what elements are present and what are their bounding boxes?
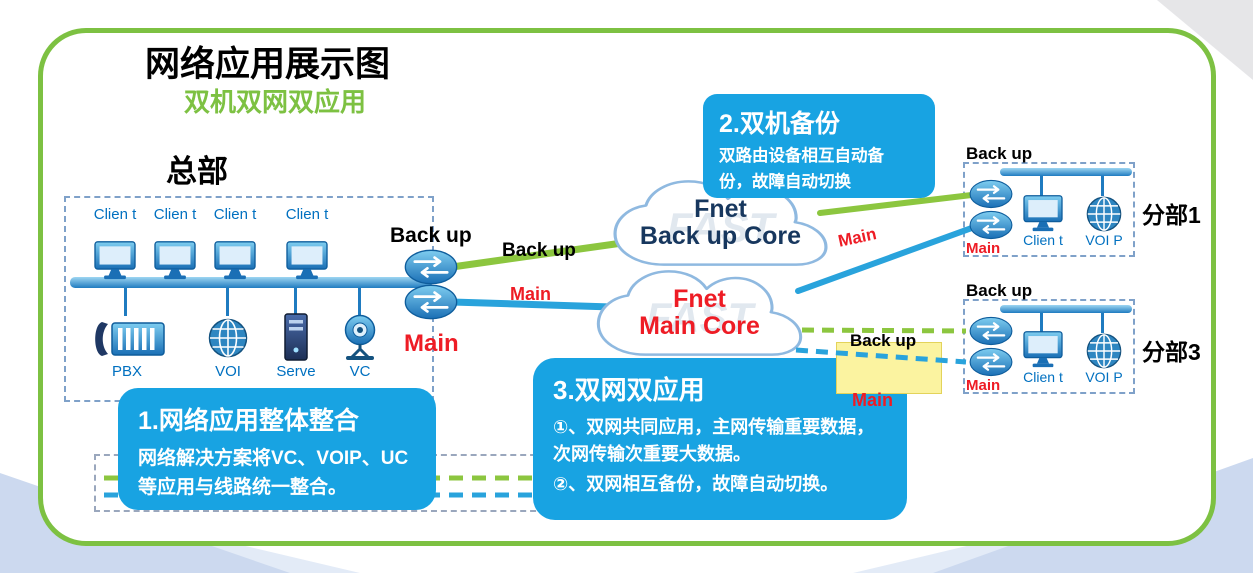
callout-dual-router-backup: 2.双机备份 双路由设备相互自动备份，故障自动切换 bbox=[703, 94, 935, 198]
cloud-brand: Fnet bbox=[673, 285, 726, 313]
video-camera-icon bbox=[336, 314, 384, 360]
callout-title: 3.双网双应用 bbox=[553, 375, 705, 405]
cloud-name: Back up Core bbox=[639, 222, 802, 250]
client-computer-icon bbox=[153, 240, 197, 280]
callout-body: 网络解决方案将VC、VOIP、UC等应用与线路统一整合。 bbox=[138, 448, 409, 498]
branch3-lan-bus bbox=[1000, 305, 1132, 313]
branch1-title: 分部1 bbox=[1142, 202, 1201, 228]
branch3-main-label: Main bbox=[966, 377, 1001, 394]
hq-stem-vc bbox=[358, 288, 361, 316]
branch3-client-label: Clien t bbox=[1023, 369, 1063, 385]
hq-client-label: Clien t bbox=[153, 206, 197, 223]
cloud-name: Main Core bbox=[639, 312, 760, 340]
router-icon bbox=[404, 249, 458, 285]
hq-client-label: Clien t bbox=[213, 206, 257, 223]
voip-globe-icon bbox=[208, 318, 248, 358]
branch1-main-label: Main bbox=[966, 240, 1001, 257]
hq-stem-server bbox=[294, 288, 297, 316]
router-icon bbox=[969, 316, 1013, 346]
client-computer-icon bbox=[1022, 194, 1064, 232]
router-icon bbox=[969, 210, 1013, 240]
callout-title: 1.网络应用整体整合 bbox=[138, 407, 359, 435]
callout-body-line2: ②、双网相互备份，故障自动切换。 bbox=[553, 474, 839, 494]
hq-client-label: Clien t bbox=[93, 206, 137, 223]
hq-client-label: Clien t bbox=[285, 206, 329, 223]
trunk-backup-label: Back up bbox=[502, 240, 576, 261]
voip-label: VOI bbox=[215, 363, 241, 380]
vc-label: VC bbox=[349, 363, 371, 380]
server-label: Serve bbox=[276, 363, 316, 380]
hq-title: 总部 bbox=[166, 154, 228, 189]
branch1-backup-label: Back up bbox=[966, 144, 1033, 163]
hq-stem-voip bbox=[226, 288, 229, 316]
branch1-client-label: Clien t bbox=[1023, 232, 1063, 248]
cloud-watermark: FAST bbox=[645, 294, 754, 341]
hq-stem-pbx bbox=[124, 288, 127, 316]
hq-backup-router-label: Back up bbox=[390, 224, 472, 247]
cloud-watermark: FAST bbox=[666, 204, 775, 251]
voip-globe-icon bbox=[1086, 196, 1122, 232]
branch3-link-backup-label: Back up bbox=[850, 331, 917, 350]
router-icon bbox=[969, 347, 1013, 377]
branch3-link-main-label: Main bbox=[852, 390, 894, 410]
branch1-stem-voip bbox=[1101, 176, 1104, 196]
branch3-stem-voip bbox=[1101, 313, 1104, 333]
branch1-voip-label: VOI P bbox=[1085, 232, 1123, 248]
branch3-group-box bbox=[963, 299, 1135, 394]
callout-body: 双路由设备相互自动备份，故障自动切换 bbox=[719, 147, 884, 191]
callout-title: 2.双机备份 bbox=[719, 110, 840, 138]
branch1-stem-client bbox=[1040, 176, 1043, 196]
client-computer-icon bbox=[1022, 330, 1064, 368]
router-icon bbox=[404, 284, 458, 320]
branch3-voip-label: VOI P bbox=[1085, 369, 1123, 385]
cloud-brand: Fnet bbox=[694, 195, 747, 223]
hq-lan-bus bbox=[70, 277, 432, 288]
main-core-cloud: FAST Fnet Main Core bbox=[582, 268, 817, 368]
page-subtitle: 双机双网双应用 bbox=[184, 87, 367, 117]
client-computer-icon bbox=[213, 240, 257, 280]
trunk-main-label: Main bbox=[510, 284, 552, 304]
page-title: 网络应用展示图 bbox=[145, 45, 391, 84]
voip-globe-icon bbox=[1086, 333, 1122, 369]
router-icon bbox=[969, 179, 1013, 209]
branch3-stem-client bbox=[1040, 313, 1043, 333]
hq-main-router-label: Main bbox=[404, 330, 459, 357]
client-computer-icon bbox=[93, 240, 137, 280]
branch1-lan-bus bbox=[1000, 168, 1132, 176]
branch3-backup-label: Back up bbox=[966, 281, 1033, 300]
branch3-title: 分部3 bbox=[1142, 339, 1201, 365]
pbx-label: PBX bbox=[111, 363, 142, 380]
callout-network-integration: 1.网络应用整体整合 网络解决方案将VC、VOIP、UC等应用与线路统一整合。 bbox=[118, 388, 436, 510]
pbx-icon bbox=[88, 316, 166, 362]
server-icon bbox=[283, 312, 309, 362]
client-computer-icon bbox=[285, 240, 329, 280]
callout-body-line1: ①、双网共同应用，主网传输重要数据，次网传输次重要大数据。 bbox=[553, 417, 875, 464]
